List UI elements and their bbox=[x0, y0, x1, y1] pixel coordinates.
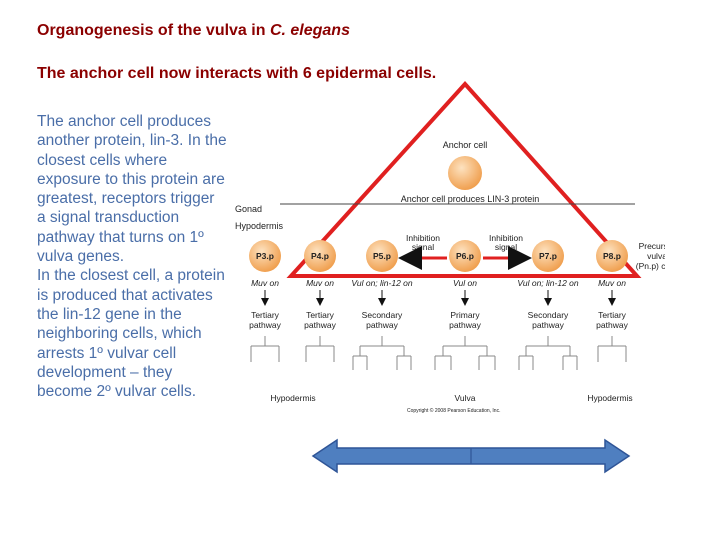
gene-state-p3p: Muv on bbox=[251, 278, 279, 288]
gene-state-p8p: Muv on bbox=[598, 278, 626, 288]
gonad-label: Gonad bbox=[235, 204, 262, 214]
cell-label-p5p: P5.p bbox=[373, 251, 391, 261]
lineage-p4p bbox=[305, 336, 335, 362]
slide-subtitle: The anchor cell now interacts with 6 epi… bbox=[37, 65, 437, 82]
lineage-p5p bbox=[352, 336, 412, 370]
precursor-line1: Precursor bbox=[639, 241, 665, 251]
cell-p6p bbox=[449, 240, 481, 272]
pathway-p3p-line1: Tertiary bbox=[251, 310, 280, 320]
signal-triangle bbox=[286, 81, 642, 278]
inhibition-right-line1: Inhibition bbox=[489, 233, 523, 243]
lin3-label: Anchor cell produces LIN-3 protein bbox=[401, 194, 540, 204]
inhibition-left-line2: signal bbox=[412, 242, 434, 252]
cell-label-p8p: P8.p bbox=[603, 251, 621, 261]
lineage-p7p bbox=[518, 336, 578, 370]
slide-title: Organogenesis of the vulva in C. elegans bbox=[37, 22, 350, 40]
lineage-p6p bbox=[434, 336, 496, 370]
pathway-p6p-line1: Primary bbox=[450, 310, 480, 320]
pathway-p3p-line2: pathway bbox=[249, 320, 281, 330]
gene-state-p7p: Vul on; lin-12 on bbox=[517, 278, 579, 288]
hypodermis-top-label: Hypodermis bbox=[235, 221, 284, 231]
inhibition-left-line1: Inhibition bbox=[406, 233, 440, 243]
pathway-p6p-line2: pathway bbox=[449, 320, 481, 330]
body-paragraph-1: The anchor cell produces another protein… bbox=[37, 113, 227, 266]
hypodermis-right-label: Hypodermis bbox=[587, 393, 632, 403]
hypodermis-left-label: Hypodermis bbox=[270, 393, 315, 403]
inhibition-right-line2: signal bbox=[495, 242, 517, 252]
lineage-trees bbox=[250, 336, 627, 370]
body-paragraph-2: In the closest cell, a protein is produc… bbox=[37, 267, 225, 401]
pn-cells: P3.p P4.p P5.p P6.p P7.p P8.p bbox=[249, 240, 628, 272]
cell-p8p bbox=[596, 240, 628, 272]
cell-p4p bbox=[304, 240, 336, 272]
cell-label-p4p: P4.p bbox=[311, 251, 329, 261]
pathway-p8p-line2: pathway bbox=[596, 320, 628, 330]
cell-p3p bbox=[249, 240, 281, 272]
body-text: The anchor cell produces another protein… bbox=[37, 112, 227, 401]
vulva-induction-diagram: Anchor cell Anchor cell produces LIN-3 p… bbox=[235, 81, 665, 474]
lineage-p8p bbox=[597, 336, 627, 362]
gene-state-p4p: Muv on bbox=[306, 278, 334, 288]
pathway-p4p-line1: Tertiary bbox=[306, 310, 335, 320]
title-species: C. elegans bbox=[269, 22, 350, 39]
cell-p5p bbox=[366, 240, 398, 272]
anchor-cell bbox=[448, 156, 482, 190]
pathway-p5p-line1: Secondary bbox=[362, 310, 403, 320]
anchor-cell-label: Anchor cell bbox=[443, 140, 488, 150]
cell-p7p bbox=[532, 240, 564, 272]
pathway-p4p-line2: pathway bbox=[304, 320, 336, 330]
pathway-p8p-line1: Tertiary bbox=[598, 310, 627, 320]
title-prefix: Organogenesis of the vulva in bbox=[37, 22, 270, 39]
precursor-line2: vulva bbox=[647, 251, 665, 261]
copyright-label: Copyright © 2008 Pearson Education, Inc. bbox=[407, 407, 500, 414]
precursor-line3: (Pn.p) cells bbox=[636, 261, 665, 271]
pathway-p7p-line1: Secondary bbox=[528, 310, 569, 320]
cell-label-p6p: P6.p bbox=[456, 251, 474, 261]
vulva-label: Vulva bbox=[455, 393, 476, 403]
cell-label-p3p: P3.p bbox=[256, 251, 274, 261]
gene-state-p5p: Vul on; lin-12 on bbox=[351, 278, 413, 288]
pathway-p5p-line2: pathway bbox=[366, 320, 398, 330]
cell-label-p7p: P7.p bbox=[539, 251, 557, 261]
lineage-p3p bbox=[250, 336, 280, 362]
gene-state-p6p: Vul on bbox=[453, 278, 477, 288]
pathway-p7p-line2: pathway bbox=[532, 320, 564, 330]
